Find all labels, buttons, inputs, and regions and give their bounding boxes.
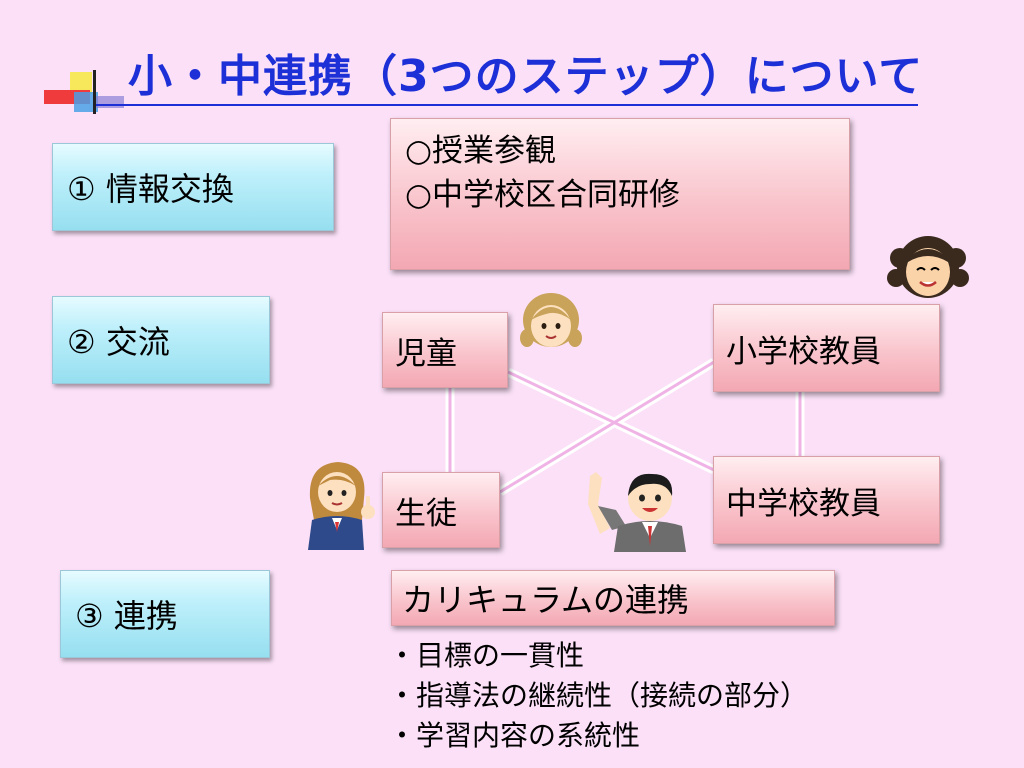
curriculum-bullet-list: ・目標の一貫性 ・指導法の継続性（接続の部分） ・学習内容の系統性 xyxy=(388,636,808,756)
node-sho-teacher: 小学校教員 xyxy=(713,304,940,392)
page-title: 小・中連携（3つのステップ）について xyxy=(128,51,924,102)
info-line-joint-training: ○中学校区合同研修 xyxy=(405,177,681,213)
girl-pupil-icon xyxy=(520,293,582,347)
info-exchange-box: ○授業参観 ○中学校区合同研修 xyxy=(390,118,850,270)
title-underline xyxy=(96,104,918,106)
node-jido: 児童 xyxy=(382,312,508,388)
student-girl-icon xyxy=(308,462,375,550)
step-3-box: ③ 連携 xyxy=(60,570,270,658)
female-teacher-icon xyxy=(887,236,969,298)
node-chu-teacher: 中学校教員 xyxy=(713,456,940,544)
step-1-box: ① 情報交換 xyxy=(52,143,334,231)
curriculum-heading-box: カリキュラムの連携 xyxy=(391,570,835,626)
bullet-goal-consistency: ・目標の一貫性 xyxy=(388,639,585,672)
node-seito: 生徒 xyxy=(382,472,500,548)
info-line-class-observation: ○授業参観 xyxy=(405,133,557,169)
step-2-box: ② 交流 xyxy=(52,296,270,384)
male-teacher-icon xyxy=(588,472,686,552)
bullet-method-continuity: ・指導法の継続性（接続の部分） xyxy=(388,679,809,712)
bullet-content-systematicity: ・学習内容の系統性 xyxy=(388,719,641,752)
